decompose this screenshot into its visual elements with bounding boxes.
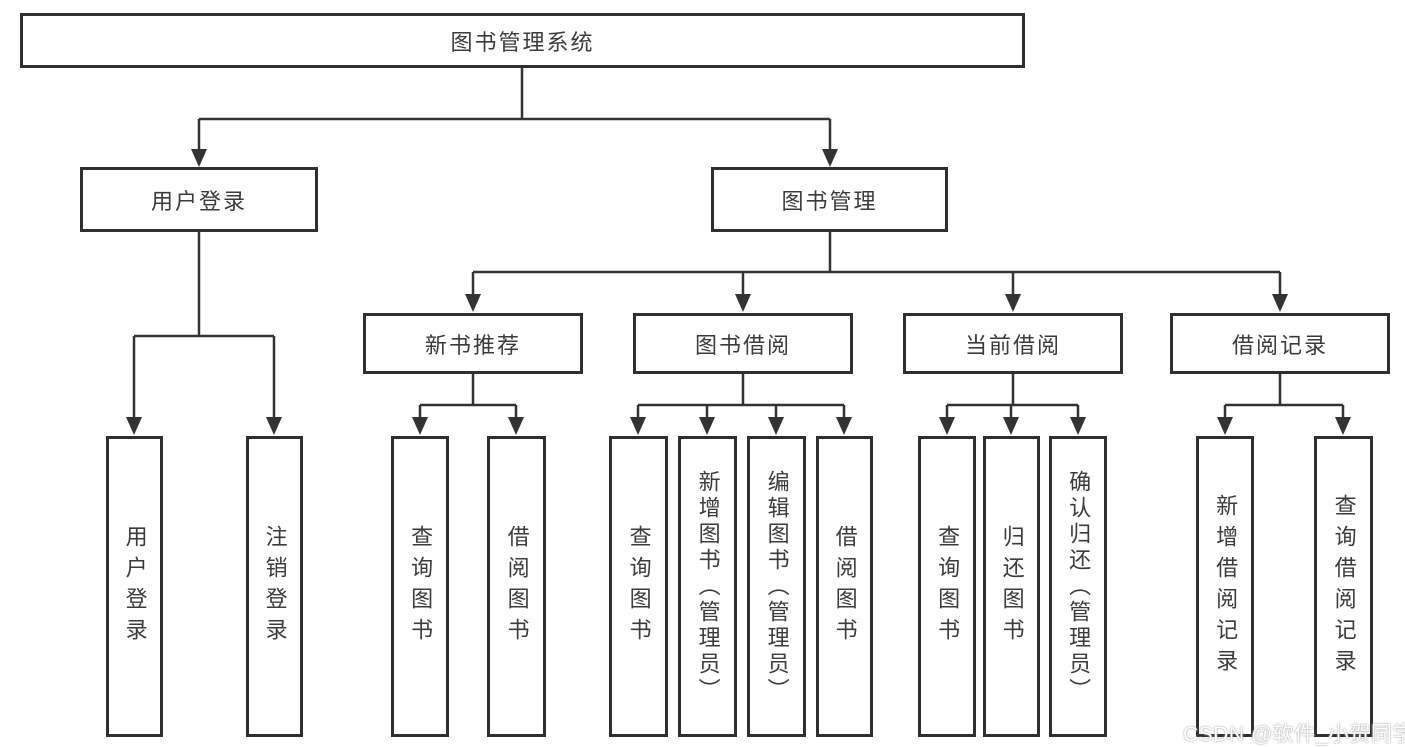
leaf-user-login: 用户登录 [106,436,163,737]
leaf-cb-confirm-return-admin-label: 确认归还（管理员） [1066,469,1092,704]
leaf-nbr-query-books: 查询图书 [391,436,449,737]
node-book-management-label: 图书管理 [781,188,878,214]
watermark-text: CSDN @软件_小贺同学 [1183,723,1405,746]
leaf-logout-login-label: 注销登录 [262,524,288,649]
leaf-br-add-record: 新增借阅记录 [1196,436,1254,737]
leaf-bb-edit-books-admin-label: 编辑图书（管理员） [764,469,790,704]
leaf-cb-query-books-label: 查询图书 [935,524,961,649]
leaf-nbr-borrow-books-label: 借阅图书 [504,524,530,649]
node-user-login-label: 用户登录 [150,188,247,214]
leaf-bb-borrow-books: 借阅图书 [816,436,873,737]
node-root-label: 图书管理系统 [450,29,595,55]
leaf-cb-return-books-label: 归还图书 [999,524,1025,649]
node-borrow-records-label: 借阅记录 [1231,332,1328,358]
node-book-borrow-label: 图书借阅 [694,332,791,358]
leaf-bb-query-books: 查询图书 [609,436,668,737]
node-current-borrow: 当前借阅 [903,313,1123,374]
leaf-br-query-record: 查询借阅记录 [1314,436,1373,737]
arrowheads [126,149,1351,435]
leaf-bb-borrow-books-label: 借阅图书 [832,524,858,649]
leaf-cb-confirm-return-admin: 确认归还（管理员） [1049,436,1107,737]
node-book-management: 图书管理 [711,167,948,232]
leaf-user-login-label: 用户登录 [122,524,148,649]
node-new-book-recommend-label: 新书推荐 [424,332,521,358]
leaf-nbr-query-books-label: 查询图书 [408,524,434,649]
node-current-borrow-label: 当前借阅 [964,332,1061,358]
node-user-login: 用户登录 [80,167,318,232]
leaf-bb-add-books-admin: 新增图书（管理员） [678,436,737,737]
leaf-nbr-borrow-books: 借阅图书 [487,436,546,737]
leaf-bb-query-books-label: 查询图书 [626,524,652,649]
leaf-cb-query-books: 查询图书 [918,436,976,737]
node-borrow-records: 借阅记录 [1170,313,1390,374]
leaf-br-query-record-label: 查询借阅记录 [1331,493,1357,680]
leaf-bb-edit-books-admin: 编辑图书（管理员） [747,436,806,737]
leaf-bb-add-books-admin-label: 新增图书（管理员） [695,469,721,704]
leaf-logout-login: 注销登录 [246,436,303,737]
leaf-cb-return-books: 归还图书 [983,436,1040,737]
node-book-borrow: 图书借阅 [633,313,853,374]
node-new-book-recommend: 新书推荐 [363,313,583,374]
leaf-br-add-record-label: 新增借阅记录 [1213,493,1239,680]
node-root: 图书管理系统 [20,13,1025,68]
